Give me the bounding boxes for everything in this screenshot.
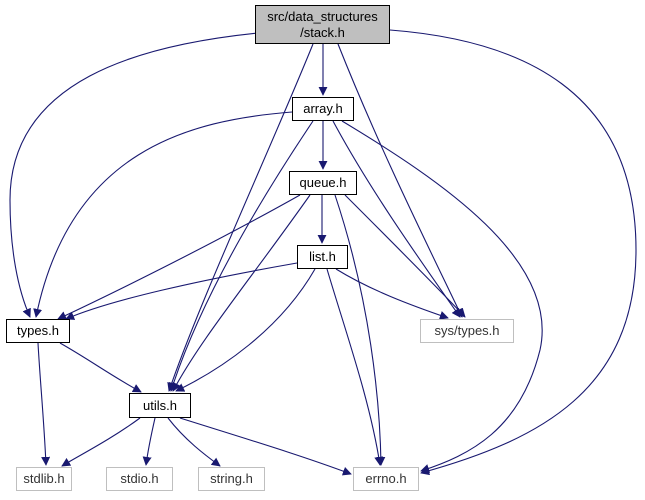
edge-queue-to-systypes (344, 194, 466, 318)
node-stdlib[interactable]: stdlib.h (16, 467, 72, 491)
edge-list-to-errno (326, 268, 384, 466)
edge-stack-to-systypes (337, 43, 463, 318)
node-array[interactable]: array.h (292, 97, 354, 121)
edge-array-to-systypes (332, 120, 461, 318)
node-label: errno.h (365, 471, 407, 486)
edge-list-to-systypes (335, 268, 449, 320)
node-label: string.h (210, 471, 253, 486)
node-label: types.h (17, 323, 59, 338)
node-string[interactable]: string.h (198, 467, 265, 491)
node-errno[interactable]: errno.h (353, 467, 419, 491)
node-queue[interactable]: queue.h (289, 171, 357, 195)
edge-layer (9, 29, 637, 476)
edge-array-to-utils (169, 120, 314, 392)
edge-list-to-utils (175, 268, 316, 392)
edge-utils-to-stdlib (61, 417, 141, 467)
node-label: src/data_structures (267, 8, 378, 24)
edge-array-to-types (33, 111, 293, 318)
edge-types-to-stdlib (37, 342, 51, 466)
edge-queue-to-errno (334, 194, 386, 466)
edge-utils-to-errno (179, 417, 352, 476)
edge-array-to-errno (341, 120, 543, 473)
node-label: list.h (309, 249, 336, 264)
edge-types-to-utils (59, 342, 142, 393)
edge-stack-to-errno (389, 29, 637, 476)
node-label: array.h (303, 101, 343, 116)
node-utils[interactable]: utils.h (129, 393, 191, 418)
node-types[interactable]: types.h (6, 319, 70, 343)
edge-list-to-types (65, 262, 298, 320)
node-label: utils.h (143, 397, 177, 413)
node-systypes[interactable]: sys/types.h (420, 319, 514, 343)
edge-utils-to-stdio (142, 417, 156, 466)
node-label: stdio.h (120, 471, 159, 486)
node-stdio[interactable]: stdio.h (106, 467, 173, 491)
node-label: /stack.h (300, 24, 345, 40)
node-stack[interactable]: src/data_structures/stack.h (255, 5, 390, 44)
node-label: queue.h (299, 175, 347, 190)
node-list[interactable]: list.h (297, 245, 348, 269)
edge-queue-to-types (57, 194, 301, 320)
node-label: stdlib.h (23, 471, 65, 486)
edge-stack-to-utils (167, 43, 314, 392)
edge-utils-to-string (167, 417, 221, 467)
edge-queue-to-utils (172, 194, 311, 392)
edge-stack-to-types (9, 32, 259, 318)
node-label: sys/types.h (434, 323, 500, 338)
